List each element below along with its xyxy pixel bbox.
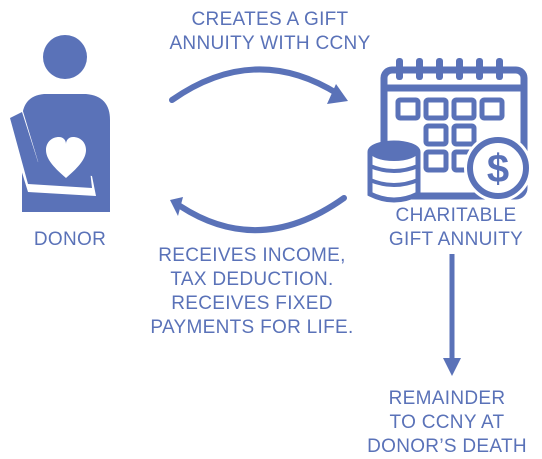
donor-label: DONOR [33, 229, 107, 250]
dollar-coin-icon: $ [464, 134, 532, 202]
label-line: CHARITABLE [395, 205, 517, 226]
coin-stack-icon [367, 140, 421, 203]
caption-line: TAX DEDUCTION. [170, 269, 334, 290]
arrow-to-annuity [169, 66, 348, 104]
creates-annuity-caption: CREATES A GIFT ANNUITY WITH CCNY [140, 8, 400, 56]
caption-line: RECEIVES INCOME, [158, 245, 346, 266]
caption-line: REMAINDER [388, 388, 506, 409]
label-line: GIFT ANNUITY [388, 229, 524, 250]
caption-line: CREATES A GIFT [191, 9, 349, 30]
caption-line: ANNUITY WITH CCNY [169, 33, 371, 54]
donor-icon [4, 35, 110, 212]
caption-line: DONOR’S DEATH [367, 436, 527, 457]
arrow-to-donor [170, 195, 347, 233]
calendar-icon [380, 58, 528, 200]
caption-line: TO CCNY AT [389, 412, 505, 433]
arrow-down-to-remainder [443, 254, 461, 376]
remainder-caption: REMAINDER TO CCNY AT DONOR’S DEATH [352, 387, 542, 459]
caption-line: PAYMENTS FOR LIFE. [150, 317, 354, 338]
charitable-gift-annuity-label: CHARITABLE GIFT ANNUITY [376, 204, 536, 252]
svg-text:$: $ [487, 147, 509, 191]
caption-line: RECEIVES FIXED [171, 293, 333, 314]
receives-income-caption: RECEIVES INCOME, TAX DEDUCTION. RECEIVES… [132, 244, 372, 340]
